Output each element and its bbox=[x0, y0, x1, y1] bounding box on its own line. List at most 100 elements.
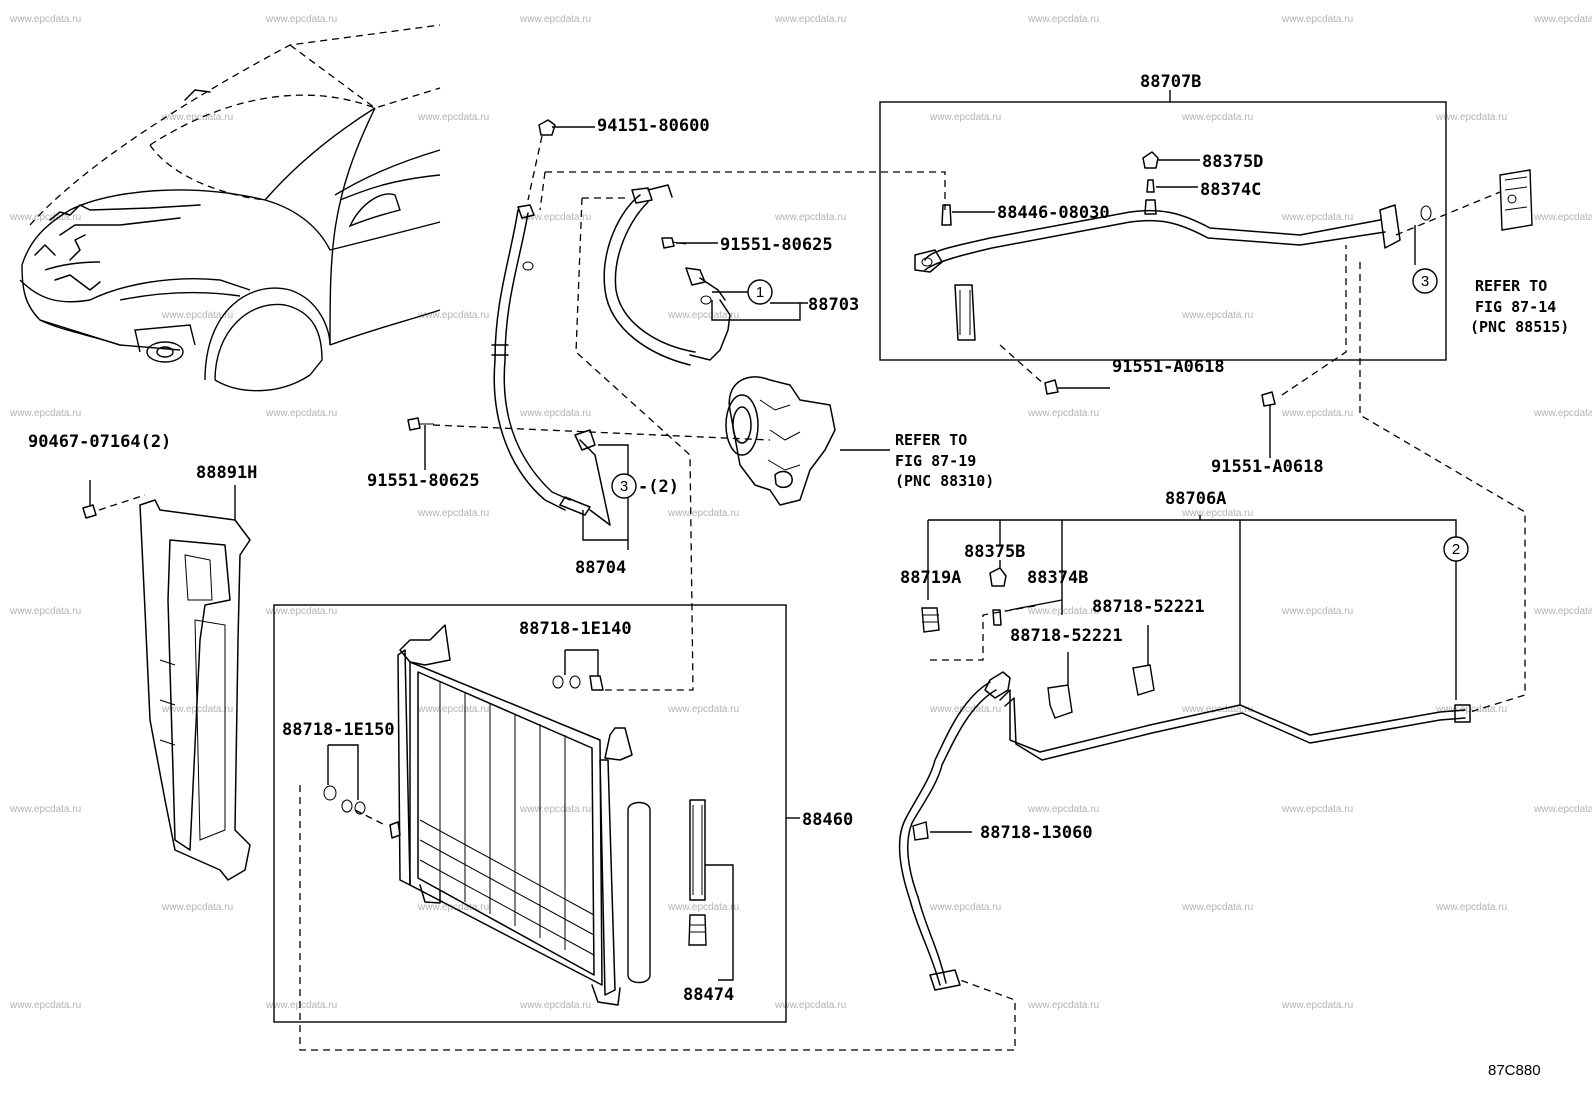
compressor-reference-line: (PNC 88310) bbox=[895, 472, 994, 490]
watermark: www.epcdata.ru bbox=[161, 112, 233, 123]
callout-88719a: 88719A bbox=[900, 568, 961, 588]
callout-88446-08030: 88446-08030 bbox=[997, 203, 1110, 223]
watermark: www.epcdata.ru bbox=[9, 1000, 81, 1011]
callout-88375d: 88375D bbox=[1202, 152, 1263, 172]
watermark: www.epcdata.ru bbox=[1435, 112, 1507, 123]
watermark: www.epcdata.ru bbox=[774, 14, 846, 25]
callout-88718-52221: 88718-52221 bbox=[1010, 626, 1123, 646]
expansion-valve-reference-line: FIG 87-14 bbox=[1475, 298, 1556, 316]
expansion-valve-reference-line: (PNC 88515) bbox=[1470, 318, 1569, 336]
callout-88707b: 88707B bbox=[1140, 72, 1201, 92]
part-callouts: 94151-80600 91551-80625 88703 88707B 883… bbox=[28, 72, 1324, 1005]
watermark: www.epcdata.ru bbox=[929, 704, 1001, 715]
watermark: www.epcdata.ru bbox=[161, 310, 233, 321]
watermark: www.epcdata.ru bbox=[1533, 212, 1592, 223]
callout-3-quantity: -(2) bbox=[638, 477, 679, 497]
callout-88891h: 88891H bbox=[196, 463, 257, 483]
watermark: www.epcdata.ru bbox=[1027, 1000, 1099, 1011]
watermark: www.epcdata.ru bbox=[1281, 1000, 1353, 1011]
expansion-valve bbox=[1499, 169, 1533, 231]
callout-94151-80600: 94151-80600 bbox=[597, 116, 710, 136]
watermark: www.epcdata.ru bbox=[667, 902, 739, 913]
callout-91551-80625: 91551-80625 bbox=[720, 235, 833, 255]
leader-lines bbox=[89, 90, 1457, 981]
dashed-connections bbox=[98, 135, 1526, 1051]
callout-91551-a0618: 91551-A0618 bbox=[1112, 357, 1225, 377]
watermark: www.epcdata.ru bbox=[519, 408, 591, 419]
watermark: www.epcdata.ru bbox=[9, 212, 81, 223]
watermark: www.epcdata.ru bbox=[1533, 408, 1592, 419]
watermark: www.epcdata.ru bbox=[9, 804, 81, 815]
callout-90467-07164: 90467-07164(2) bbox=[28, 432, 171, 452]
hose-assemblies bbox=[407, 119, 836, 526]
callout-88704: 88704 bbox=[575, 558, 626, 578]
callout-88375b: 88375B bbox=[964, 542, 1025, 562]
watermark: www.epcdata.ru bbox=[519, 14, 591, 25]
callout-88460: 88460 bbox=[802, 810, 853, 830]
radiator-side-shield bbox=[82, 499, 251, 881]
callout-91551-80625: 91551-80625 bbox=[367, 471, 480, 491]
watermark: www.epcdata.ru bbox=[9, 606, 81, 617]
marker-2: 2 bbox=[1452, 541, 1460, 558]
watermark: www.epcdata.ru bbox=[161, 902, 233, 913]
watermark: www.epcdata.ru bbox=[1027, 14, 1099, 25]
callout-91551-a0618: 91551-A0618 bbox=[1211, 457, 1324, 477]
watermark: www.epcdata.ru bbox=[774, 212, 846, 223]
watermark: www.epcdata.ru bbox=[667, 704, 739, 715]
watermark: www.epcdata.ru bbox=[929, 902, 1001, 913]
callout-88718-13060: 88718-13060 bbox=[980, 823, 1093, 843]
watermark: www.epcdata.ru bbox=[1181, 902, 1253, 913]
watermark: www.epcdata.ru bbox=[667, 310, 739, 321]
callout-88718-1e150: 88718-1E150 bbox=[282, 720, 395, 740]
callout-88374b: 88374B bbox=[1027, 568, 1088, 588]
watermark: www.epcdata.ru bbox=[1533, 606, 1592, 617]
vehicle-location-sketch bbox=[19, 24, 441, 392]
watermark: www.epcdata.ru bbox=[1281, 212, 1353, 223]
watermark: www.epcdata.ru bbox=[1027, 606, 1099, 617]
callout-88718-1e140: 88718-1E140 bbox=[519, 619, 632, 639]
watermark: www.epcdata.ru bbox=[1435, 902, 1507, 913]
watermark: www.epcdata.ru bbox=[1281, 14, 1353, 25]
marker-3: 3 bbox=[620, 478, 628, 495]
watermark: www.epcdata.ru bbox=[519, 804, 591, 815]
watermark: www.epcdata.ru bbox=[1281, 606, 1353, 617]
watermark: www.epcdata.ru bbox=[417, 112, 489, 123]
watermark: www.epcdata.ru bbox=[929, 112, 1001, 123]
discharge-pipe bbox=[898, 567, 1471, 991]
watermark: www.epcdata.ru bbox=[265, 408, 337, 419]
callout-88718-52221: 88718-52221 bbox=[1092, 597, 1205, 617]
watermark: www.epcdata.ru bbox=[1181, 508, 1253, 519]
watermark: www.epcdata.ru bbox=[1281, 408, 1353, 419]
condenser-assembly-box bbox=[273, 604, 787, 1023]
watermark-layer: www.epcdata.ru www.epcdata.ru www.epcdat… bbox=[9, 14, 1592, 1011]
callout-88474: 88474 bbox=[683, 985, 734, 1005]
callout-88706a: 88706A bbox=[1165, 489, 1226, 509]
watermark: www.epcdata.ru bbox=[1281, 804, 1353, 815]
watermark: www.epcdata.ru bbox=[1435, 704, 1507, 715]
watermark: www.epcdata.ru bbox=[417, 704, 489, 715]
watermark: www.epcdata.ru bbox=[519, 212, 591, 223]
watermark: www.epcdata.ru bbox=[774, 1000, 846, 1011]
watermark: www.epcdata.ru bbox=[265, 606, 337, 617]
watermark: www.epcdata.ru bbox=[1027, 408, 1099, 419]
compressor-reference-line: FIG 87-19 bbox=[895, 452, 976, 470]
expansion-valve-reference-line: REFER TO bbox=[1475, 277, 1547, 295]
watermark: www.epcdata.ru bbox=[265, 1000, 337, 1011]
watermark: www.epcdata.ru bbox=[1533, 14, 1592, 25]
watermark: www.epcdata.ru bbox=[417, 310, 489, 321]
callout-88703: 88703 bbox=[808, 295, 859, 315]
callout-88374c: 88374C bbox=[1200, 180, 1261, 200]
liquid-pipe-box bbox=[879, 101, 1447, 407]
watermark: www.epcdata.ru bbox=[9, 14, 81, 25]
watermark: www.epcdata.ru bbox=[1181, 310, 1253, 321]
watermark: www.epcdata.ru bbox=[417, 508, 489, 519]
watermark: www.epcdata.ru bbox=[667, 508, 739, 519]
marker-1: 1 bbox=[756, 284, 764, 301]
watermark: www.epcdata.ru bbox=[1533, 804, 1592, 815]
circle-markers: 1 2 3 3 bbox=[611, 268, 1469, 562]
watermark: www.epcdata.ru bbox=[1181, 112, 1253, 123]
reference-notes: REFER TO FIG 87-19 (PNC 88310) REFER TO … bbox=[895, 277, 1569, 490]
diagram-code: 87C880 bbox=[1488, 1062, 1541, 1079]
watermark: www.epcdata.ru bbox=[9, 408, 81, 419]
